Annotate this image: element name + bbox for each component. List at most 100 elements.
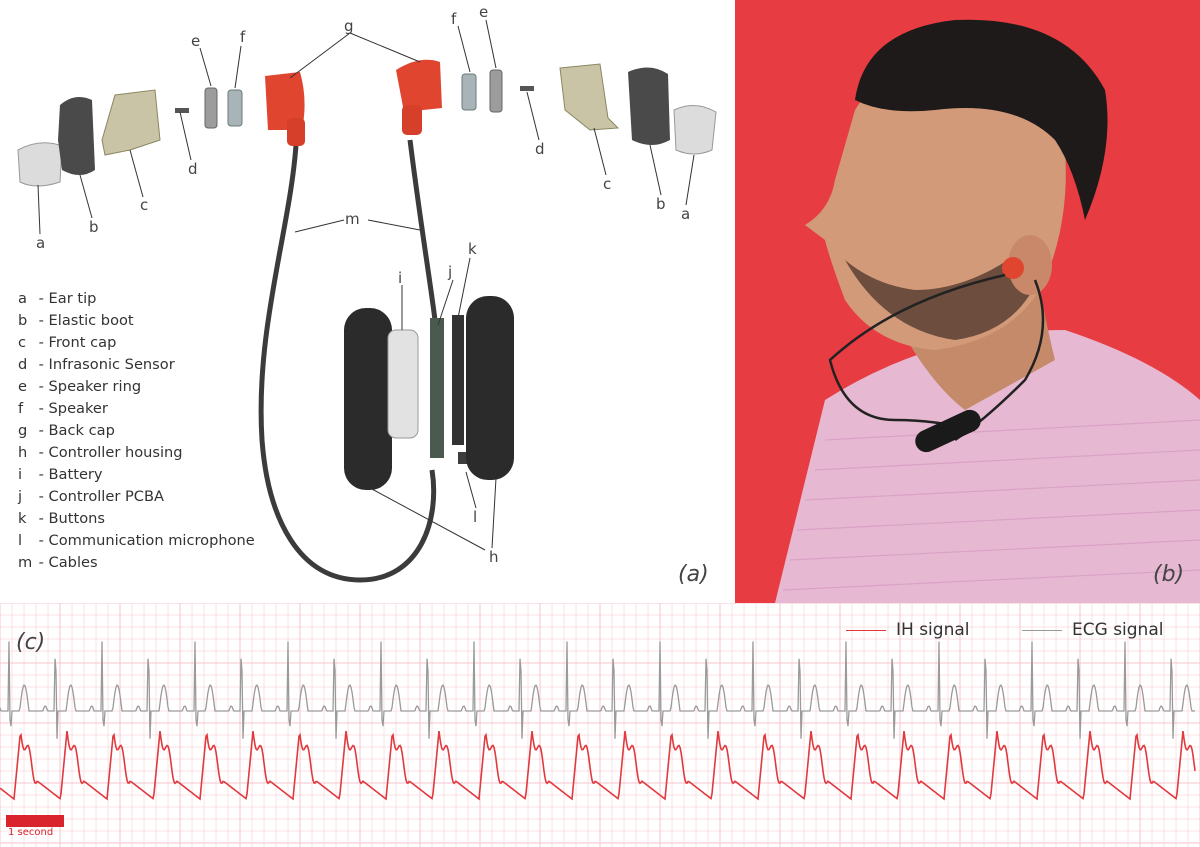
callout-c-right: c: [603, 175, 611, 193]
left-cable-strain-relief: [287, 118, 305, 146]
right-infrasonic-sensor: [520, 86, 534, 91]
right-ear-tip: [673, 105, 717, 155]
earbud-in-ear: [1002, 257, 1024, 279]
right-front-cap: [559, 63, 620, 131]
parts-legend-separator: -: [34, 532, 49, 549]
right-speaker: [461, 73, 477, 111]
parts-legend-item: m - Cables: [18, 552, 255, 574]
ecg-legend-label: ECG signal: [1072, 620, 1164, 640]
parts-legend-name: Elastic boot: [48, 312, 134, 329]
parts-legend-name: Infrasonic Sensor: [48, 356, 175, 373]
callout-d-left: d: [188, 160, 198, 178]
shirt: [775, 330, 1200, 603]
callout-a-left: a: [36, 234, 45, 252]
ecg-legend-swatch: [1022, 629, 1062, 631]
callout-b-left: b: [89, 218, 99, 236]
parts-legend-key: j: [18, 488, 23, 505]
panel-b-tag: (b): [1153, 562, 1185, 587]
hair: [855, 19, 1108, 220]
parts-legend-separator: -: [34, 356, 49, 373]
parts-legend-name: Speaker ring: [48, 378, 142, 395]
left-front-cap: [101, 89, 161, 156]
scale-bar: [6, 815, 64, 827]
parts-legend-key: e: [18, 378, 27, 395]
parts-legend-key: m: [18, 554, 33, 571]
parts-legend-name: Cables: [48, 554, 98, 571]
parts-legend-name: Battery: [48, 466, 103, 483]
right-speaker-ring: [489, 69, 503, 113]
ecg-paper-grid: [0, 603, 1200, 847]
callout-l: l: [473, 508, 477, 526]
callout-c-left: c: [140, 196, 148, 214]
callout-m: m: [345, 210, 360, 228]
battery: [387, 329, 419, 439]
callout-e-left: e: [191, 32, 200, 50]
left-speaker-ring: [204, 87, 218, 129]
parts-legend-item: e - Speaker ring: [18, 376, 255, 398]
parts-legend-name: Front cap: [48, 334, 117, 351]
left-elastic-boot: [58, 96, 95, 175]
parts-legend-separator: -: [34, 554, 49, 571]
controller-pcba: [430, 318, 444, 458]
parts-legend-name: Back cap: [48, 422, 115, 439]
parts-legend: a - Ear tip b - Elastic boot c - Front cap…: [18, 288, 255, 574]
controller-housing-right-half: [466, 296, 514, 480]
callout-b-right: b: [656, 195, 666, 213]
parts-legend-key: f: [18, 400, 24, 417]
callout-h: h: [489, 548, 499, 566]
parts-legend-key: c: [18, 334, 27, 351]
callout-g: g: [344, 17, 354, 35]
parts-legend-item: f - Speaker: [18, 398, 255, 420]
parts-legend-separator: -: [34, 290, 49, 307]
right-cable-strain-relief: [402, 105, 422, 135]
parts-legend-item: i - Battery: [18, 464, 255, 486]
parts-legend-name: Buttons: [48, 510, 106, 527]
parts-legend-key: b: [18, 312, 28, 329]
callout-a-right: a: [681, 205, 690, 223]
parts-legend-name: Speaker: [48, 400, 108, 417]
right-back-cap: [396, 59, 442, 112]
parts-legend-key: k: [18, 510, 27, 527]
parts-legend-item: h - Controller housing: [18, 442, 255, 464]
neck-controller: [915, 409, 981, 453]
parts-legend-separator: -: [34, 510, 49, 527]
ih-legend-swatch: [846, 629, 886, 631]
left-cable: [258, 144, 437, 583]
controller-housing-left-half: [344, 308, 392, 490]
ecg-signal-trace: [0, 641, 1195, 739]
parts-legend-separator: -: [34, 378, 49, 395]
parts-legend-item: c - Front cap: [18, 332, 255, 354]
callout-j: j: [447, 263, 452, 281]
parts-legend-separator: -: [34, 488, 49, 505]
parts-legend-name: Ear tip: [48, 290, 97, 307]
left-ear-tip: [17, 142, 63, 187]
ih-signal-trace: [0, 730, 1196, 801]
callout-e-right: e: [479, 3, 488, 21]
wearer-photo: [735, 0, 1200, 603]
parts-legend-name: Communication microphone: [48, 532, 255, 549]
parts-legend-key: i: [18, 466, 23, 483]
parts-legend-item: g - Back cap: [18, 420, 255, 442]
callout-i: i: [398, 269, 402, 287]
exploded-view-drawing: a b c d e f g f e d c b a m i j k l h: [17, 3, 717, 583]
parts-legend-name: Controller housing: [48, 444, 183, 461]
leader-lines: [37, 19, 695, 551]
left-back-cap: [265, 72, 305, 130]
signal-traces-chart: [0, 603, 1200, 847]
ih-legend-entry: IH signal: [846, 620, 970, 640]
buttons: [452, 315, 464, 445]
parts-legend-item: l - Communication microphone: [18, 530, 255, 552]
ecg-legend-entry: ECG signal: [1022, 620, 1163, 640]
parts-legend-item: j - Controller PCBA: [18, 486, 255, 508]
panel-a-tag: (a): [678, 562, 709, 587]
parts-legend-key: g: [18, 422, 28, 439]
parts-legend-separator: -: [34, 334, 49, 351]
callout-k: k: [468, 240, 477, 258]
scale-bar-label: 1 second: [8, 827, 54, 838]
parts-legend-key: a: [18, 290, 27, 307]
parts-legend-key: l: [18, 532, 23, 549]
callout-f-right: f: [451, 10, 457, 28]
signal-traces-panel: [0, 603, 1200, 847]
exploded-view-panel: a b c d e f g f e d c b a m i j k l h a …: [0, 0, 735, 603]
left-speaker: [227, 89, 243, 127]
